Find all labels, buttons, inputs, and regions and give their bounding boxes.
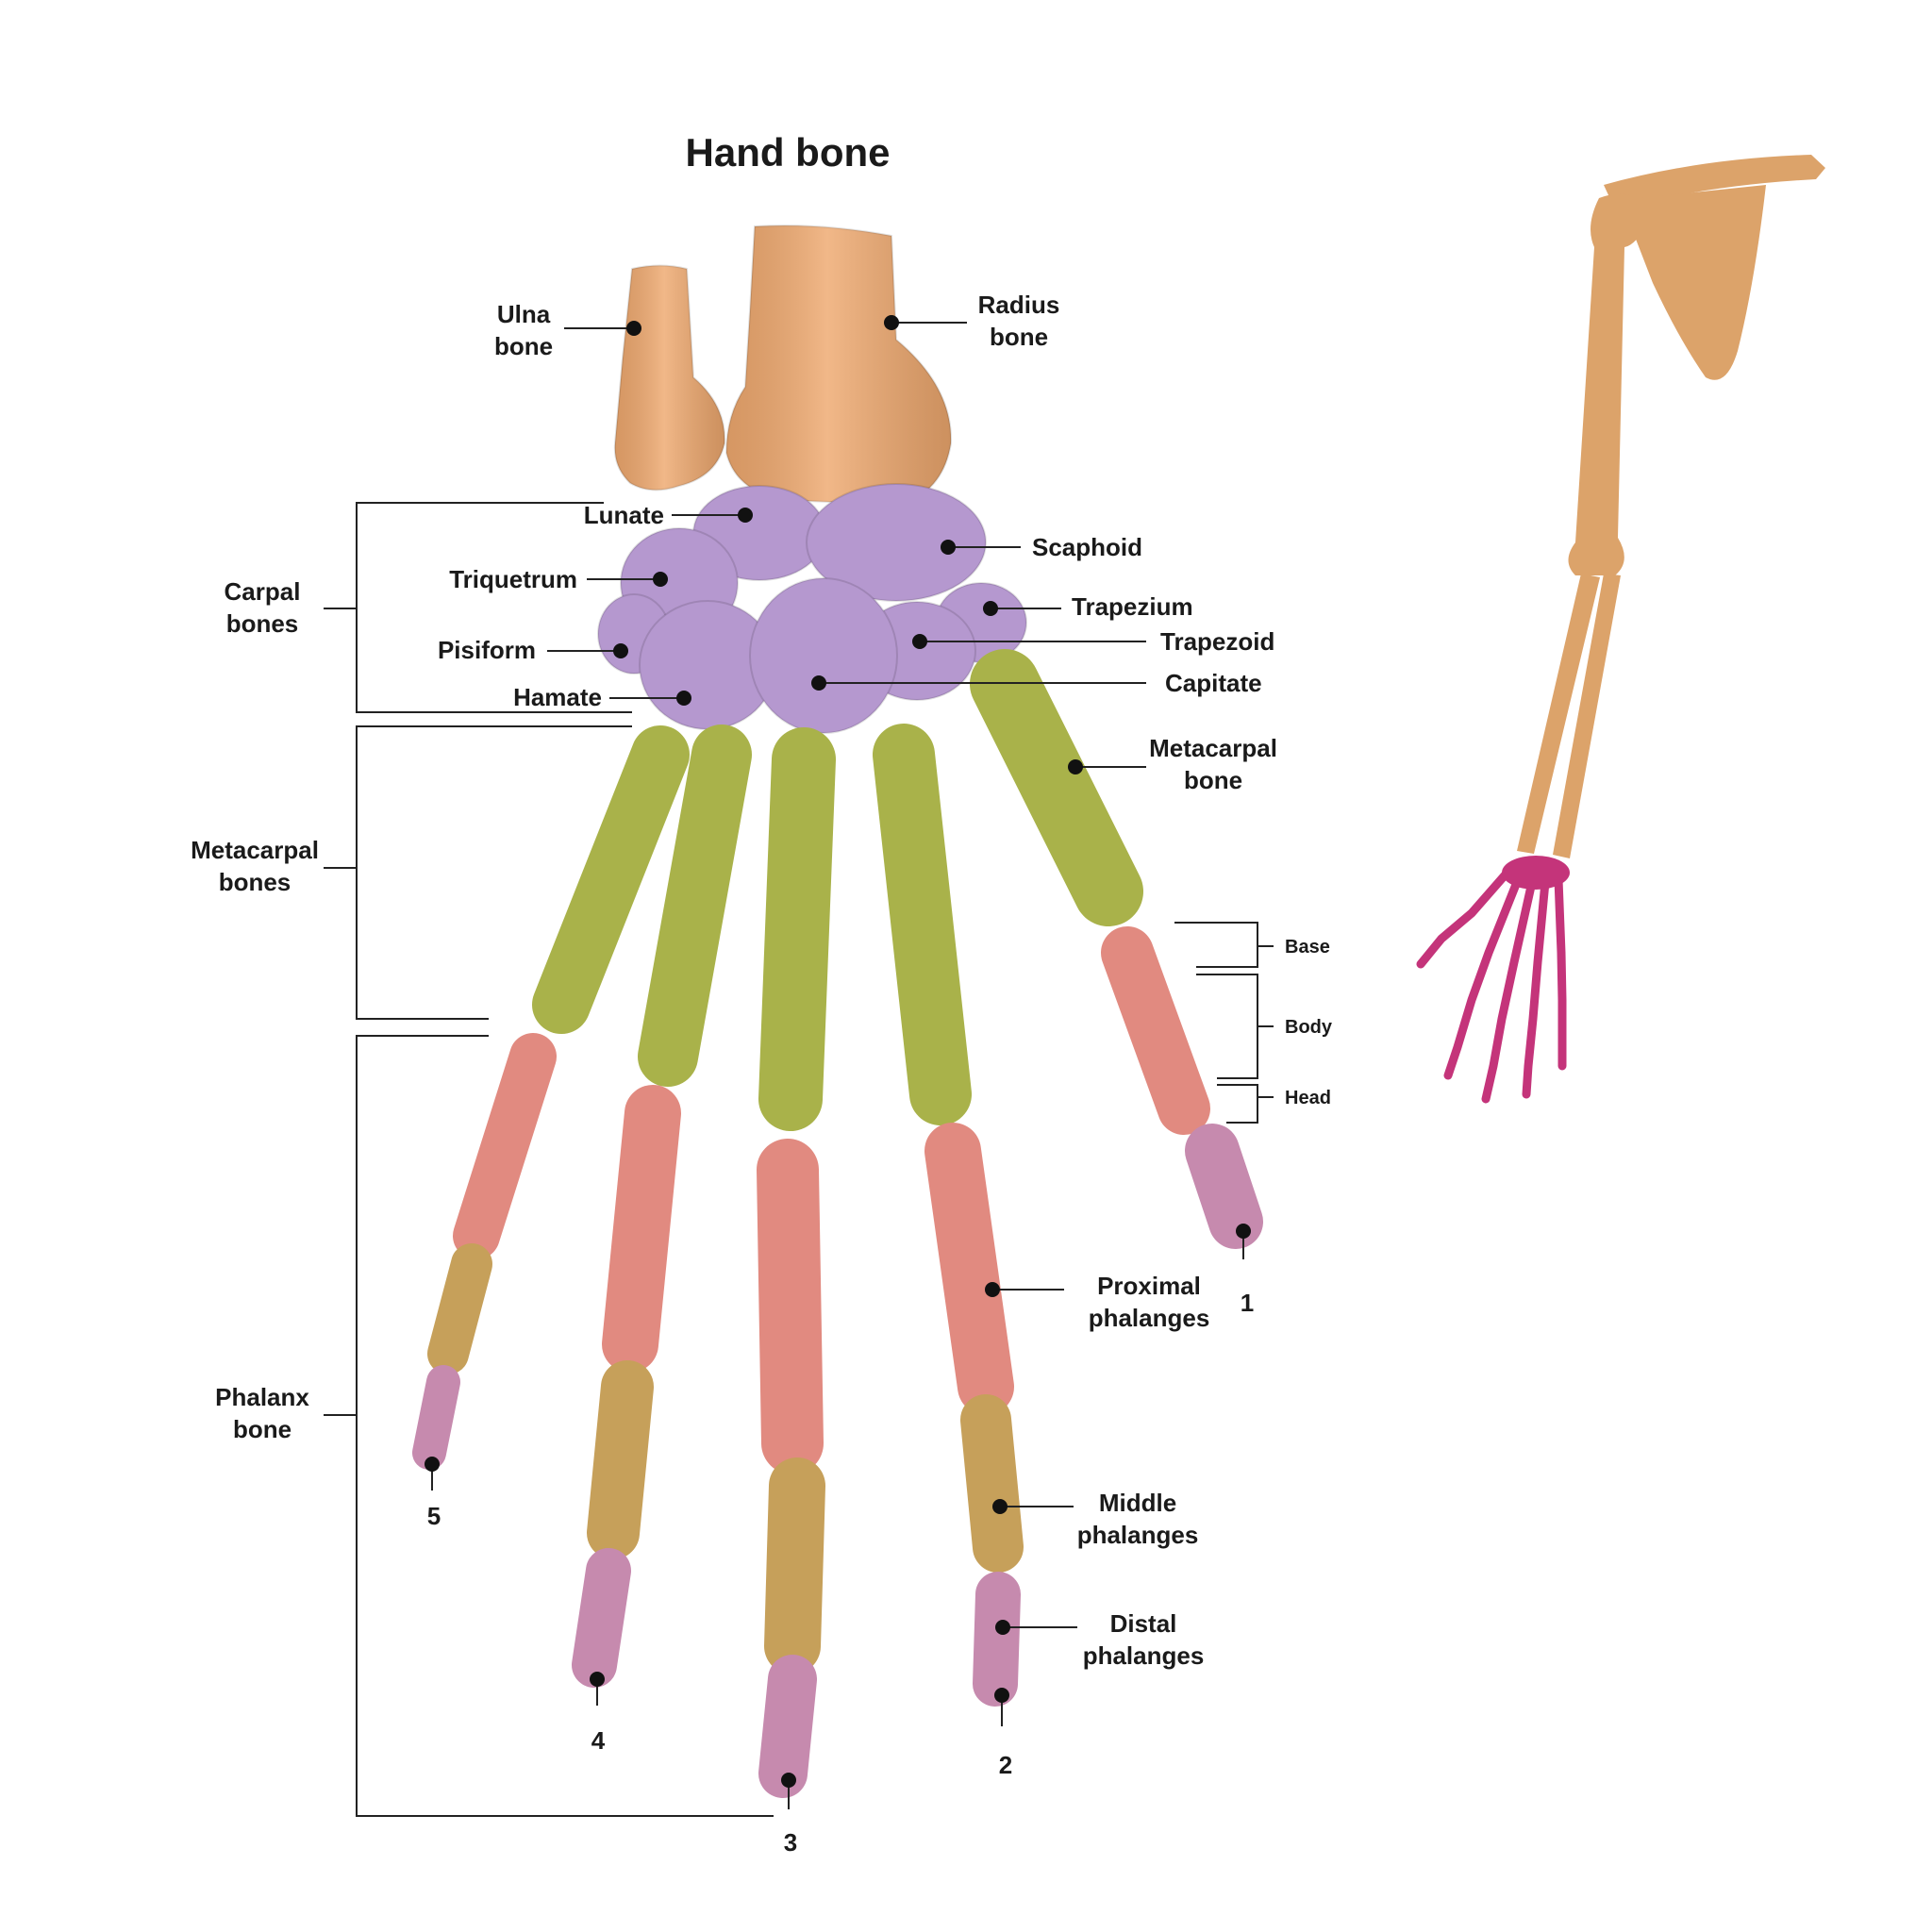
metacarpal-4 (638, 724, 752, 1087)
label-trapezium: Trapezium (1072, 592, 1193, 621)
label-metacarpal-bones: Metacarpal (191, 836, 319, 864)
label-lunate: Lunate (584, 501, 664, 529)
digit-pointers (425, 1224, 1251, 1809)
leader-lines (547, 315, 1146, 1635)
label-metacarpal-bones-2: bones (219, 868, 291, 896)
label-distal: Distal (1110, 1609, 1177, 1638)
label-radius-2: bone (990, 323, 1048, 351)
digit-1: 1 (1241, 1289, 1254, 1317)
distal-phalanx-2 (973, 1572, 1021, 1707)
proximal-phalanges-group (453, 926, 1210, 1474)
label-carpal-bones-2: bones (226, 609, 299, 638)
distal-phalanx-5 (412, 1365, 460, 1470)
middle-phalanx-5 (427, 1243, 492, 1374)
middle-phalanx-3 (764, 1457, 825, 1674)
diagram-title: Hand bone (686, 130, 891, 175)
middle-phalanx-2 (960, 1394, 1024, 1573)
group-labels: Carpal bones Metacarpal bones Phalanx bo… (191, 577, 319, 1443)
digit-3: 3 (784, 1828, 797, 1857)
arm-skeleton (1416, 155, 1825, 1104)
label-proximal-2: phalanges (1089, 1304, 1210, 1332)
distal-phalanx-1 (1185, 1124, 1263, 1249)
label-distal-2: phalanges (1083, 1641, 1205, 1670)
arm-ulna (1517, 574, 1600, 854)
middle-phalanx-4 (587, 1360, 654, 1559)
label-radius: Radius (978, 291, 1060, 319)
proximal-phalanx-2 (924, 1123, 1014, 1415)
clavicle (1604, 155, 1825, 209)
label-middle: Middle (1099, 1489, 1176, 1517)
label-ulna-2: bone (494, 332, 553, 360)
ulna-bone (613, 264, 726, 491)
arm-hand (1416, 863, 1567, 1104)
distal-phalanx-4 (572, 1548, 631, 1688)
metacarpal-2 (873, 724, 972, 1125)
part-brackets (1174, 922, 1274, 1124)
metacarpal-3 (758, 727, 836, 1131)
metacarpal-1 (970, 649, 1143, 926)
distal-phalanges-group (412, 1124, 1263, 1798)
proximal-phalanx-1 (1101, 926, 1210, 1135)
label-metacarpal-bone: Metacarpal (1149, 734, 1277, 762)
part-labels: Base Body Head (1285, 937, 1333, 1108)
label-carpal-bones: Carpal (225, 577, 301, 606)
middle-phalanges-group (427, 1243, 1024, 1674)
label-phalanx-bone: Phalanx (215, 1383, 309, 1411)
digit-4: 4 (591, 1726, 606, 1755)
proximal-phalanx-5 (453, 1033, 557, 1259)
digit-numbers: 1 2 3 4 5 (427, 1289, 1254, 1857)
capitate-bone (749, 577, 898, 734)
proximal-phalanx-3 (757, 1139, 824, 1474)
label-body: Body (1285, 1017, 1333, 1038)
digit-5: 5 (427, 1502, 441, 1530)
humerus (1568, 193, 1651, 575)
scaphoid-bone (806, 483, 987, 602)
arm-radius (1553, 574, 1621, 858)
digit-2: 2 (999, 1751, 1012, 1779)
label-hamate: Hamate (513, 683, 602, 711)
bone-labels: Ulna bone Radius bone Lunate Scaphoid Tr… (438, 291, 1277, 1670)
metacarpal-5 (532, 725, 690, 1034)
label-base: Base (1285, 937, 1330, 958)
label-pisiform: Pisiform (438, 636, 536, 664)
metacarpal-bones-group (532, 649, 1143, 1131)
arm-carpals (1502, 856, 1570, 890)
radius-bone (724, 225, 953, 507)
label-trapezoid: Trapezoid (1160, 627, 1274, 656)
scapula (1621, 185, 1766, 380)
label-phalanx-bone-2: bone (233, 1415, 291, 1443)
proximal-phalanx-4 (602, 1085, 681, 1373)
label-ulna: Ulna (497, 300, 551, 328)
label-metacarpal-bone-2: bone (1184, 766, 1242, 794)
label-capitate: Capitate (1165, 669, 1262, 697)
label-middle-2: phalanges (1077, 1521, 1199, 1549)
label-head: Head (1285, 1088, 1331, 1108)
group-brackets (324, 502, 774, 1817)
label-scaphoid: Scaphoid (1032, 533, 1142, 561)
label-proximal: Proximal (1097, 1272, 1201, 1300)
label-triquetrum: Triquetrum (449, 565, 577, 593)
distal-phalanx-3 (758, 1655, 817, 1798)
